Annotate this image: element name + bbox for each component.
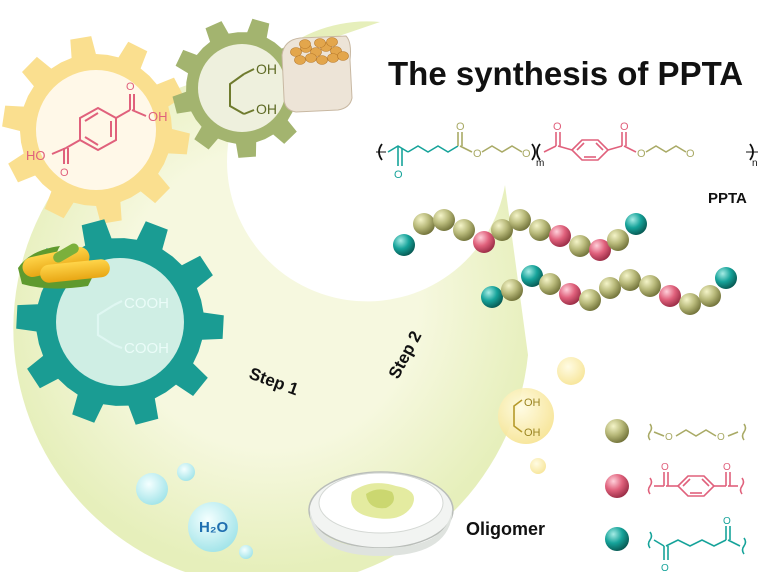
svg-text:O: O (522, 148, 531, 160)
propanediol-gear (172, 18, 312, 158)
oligomer-label: Oligomer (466, 519, 545, 539)
polymer-bead (625, 213, 647, 235)
bubble-oh-top: OH (524, 397, 541, 409)
polymer-bead (607, 229, 629, 251)
polymer-bead (481, 286, 503, 308)
svg-text:O: O (60, 167, 69, 179)
terephthalic-acid-gear (2, 36, 190, 224)
pd-oh-bottom: OH (256, 101, 277, 117)
gearPD-hub (198, 44, 286, 132)
soybean (326, 37, 338, 47)
soybean (299, 39, 311, 49)
polymer-bead (509, 209, 531, 231)
polymer-bead (639, 275, 661, 297)
bubble-icon (239, 545, 253, 559)
bubble-oh-bottom: OH (524, 427, 541, 439)
bubble-icon (530, 458, 546, 474)
svg-text:O: O (686, 148, 695, 160)
svg-text:O: O (661, 462, 669, 473)
polymer-bead (453, 219, 475, 241)
page-title: The synthesis of PPTA (388, 55, 744, 92)
propanediol-structure (229, 68, 255, 115)
soybean (337, 51, 349, 61)
svg-text:O: O (723, 462, 731, 473)
svg-text:O: O (665, 432, 673, 443)
svg-text:O: O (717, 432, 725, 443)
terephthalic-acid-structure: O O (51, 81, 147, 179)
ppta-formula-atoms: O O O O O O O O (394, 121, 695, 181)
gearAA-hub (56, 258, 184, 386)
svg-text:O: O (723, 516, 731, 527)
polymer-bead (549, 225, 571, 247)
polymer-bead (619, 269, 641, 291)
polymer-bead (599, 277, 621, 299)
legend-diol-atoms: O O (665, 432, 725, 443)
legend-adipate-atoms: O O (661, 516, 731, 572)
diol-bubble-structure (513, 399, 523, 433)
polymer-bead (473, 231, 495, 253)
adipic-acid-structure (96, 300, 123, 350)
svg-text:O: O (661, 563, 669, 572)
corn-icon (18, 243, 110, 289)
svg-text:O: O (620, 121, 629, 133)
water-label: H₂O (199, 519, 228, 536)
soybean (305, 53, 317, 63)
bubble-icon (557, 357, 585, 385)
polymer-bead (539, 273, 561, 295)
polymer-bead (559, 283, 581, 305)
pd-oh-top: OH (256, 61, 277, 77)
polymer-bead (699, 285, 721, 307)
gearTA-hub (36, 70, 156, 190)
petri-dish-icon (308, 471, 454, 556)
polymer-bead (501, 279, 523, 301)
bubble-icon (177, 463, 195, 481)
legend-olive-bead (605, 419, 629, 443)
soybean (314, 38, 326, 48)
soybean (290, 47, 302, 57)
ppta-formula (376, 132, 758, 166)
svg-text:O: O (473, 148, 482, 160)
legend-teal-bead (605, 527, 629, 551)
polymer-bead (659, 285, 681, 307)
polymer-bead (433, 209, 455, 231)
subscript-n: n (752, 158, 758, 169)
legend-terephthalate-fragment (647, 472, 745, 497)
polymer-bead (589, 239, 611, 261)
svg-text:O: O (637, 148, 646, 160)
legend-terephthalate-atoms: O O (661, 462, 731, 473)
polymer-label: PPTA (708, 190, 747, 207)
polymer-chains (393, 209, 737, 315)
polymer-bead (491, 219, 513, 241)
polymer-bead (569, 235, 591, 257)
soybean-sack-icon (281, 35, 353, 113)
polymer-bead (529, 219, 551, 241)
polymer-bead (679, 293, 701, 315)
svg-text:O: O (126, 81, 135, 93)
bubble-icon (136, 473, 168, 505)
polymer-bead (393, 234, 415, 256)
water-bubble (188, 502, 238, 552)
polymer-bead (579, 289, 601, 311)
polymer-bead (715, 267, 737, 289)
soybean (327, 53, 339, 63)
svg-text:O: O (553, 121, 562, 133)
polymer-bead (521, 265, 543, 287)
ta-oh-left: HO (26, 148, 46, 163)
legend-adipate-fragment (647, 526, 747, 560)
subscript-m: m (536, 158, 544, 169)
aa-cooh-top: COOH (124, 295, 169, 312)
polymer-bead (413, 213, 435, 235)
svg-text:O: O (456, 121, 465, 133)
aa-cooh-bottom: COOH (124, 340, 169, 357)
svg-text:O: O (394, 169, 403, 181)
soybean (294, 55, 306, 65)
legend-diol-fragment (647, 423, 747, 441)
diol-bubble (498, 388, 554, 444)
ta-oh-right: OH (148, 109, 168, 124)
soybean (316, 55, 328, 65)
legend-pink-bead (605, 474, 629, 498)
